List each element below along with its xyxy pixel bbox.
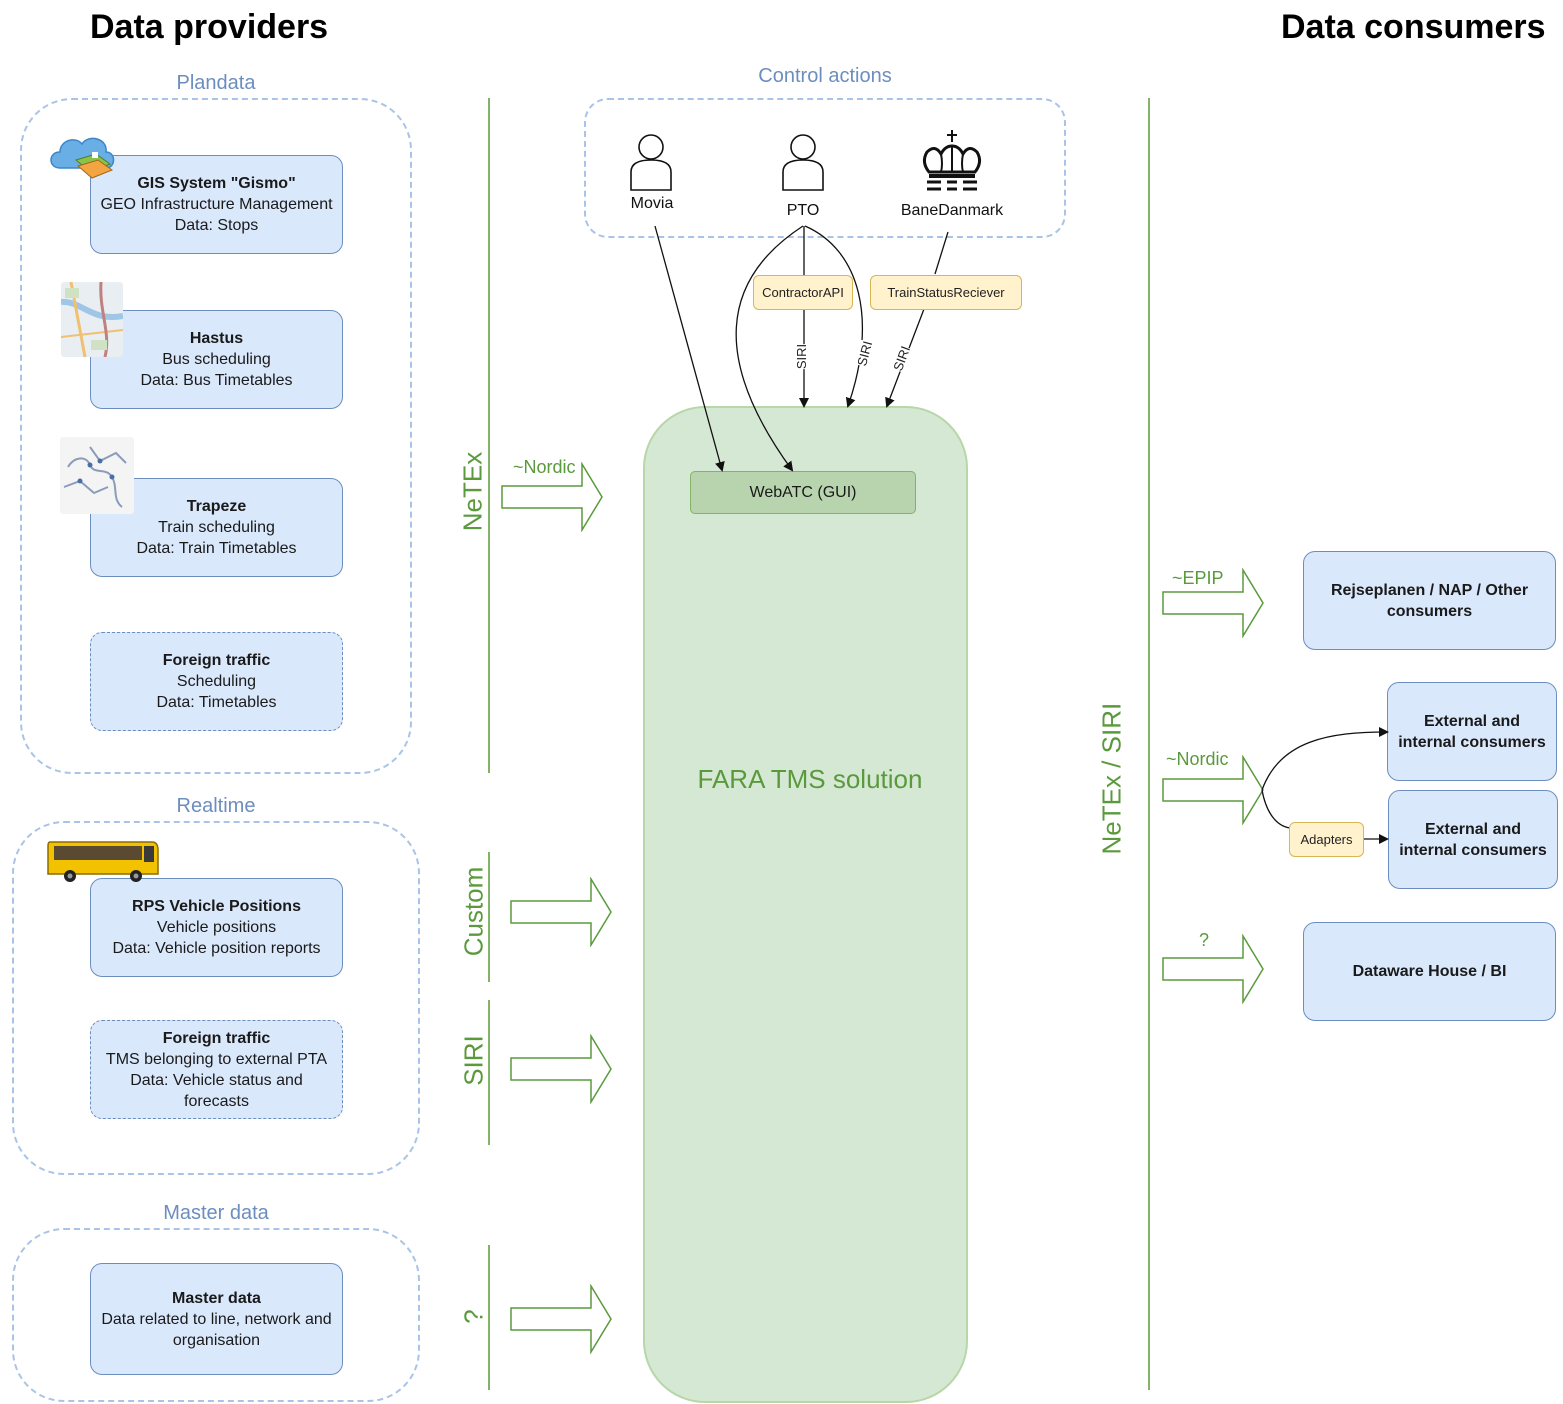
external2-line2: internal consumers [1399, 841, 1547, 859]
data-providers-heading: Data providers [90, 8, 329, 46]
foreign-rt-line2: Data: Vehicle status and [130, 1071, 303, 1089]
external1-line2: internal consumers [1398, 733, 1546, 751]
banedanmark-label: BaneDanmark [900, 202, 1004, 219]
question-out-label: ? [1199, 930, 1210, 950]
dwh-label: Dataware House / BI [1352, 963, 1507, 980]
data-consumers-heading: Data consumers [1281, 8, 1546, 46]
master-data-group [12, 1228, 420, 1402]
netex-divider [488, 98, 490, 773]
netex-siri-divider [1148, 98, 1150, 1390]
hastus-title: Hastus [189, 330, 244, 347]
nordic-out-label: ~Nordic [1166, 749, 1229, 769]
foreign-traffic-realtime-card: Foreign traffic TMS belonging to externa… [90, 1020, 343, 1119]
rejseplanen-card: Rejseplanen / NAP / Other consumers [1303, 551, 1556, 650]
epip-output-arrow [1162, 568, 1264, 638]
rejseplanen-line2: consumers [1386, 602, 1473, 620]
question-divider [488, 1245, 490, 1390]
rail-map-icon [60, 437, 134, 514]
gis-title: GIS System "Gismo" [137, 175, 296, 192]
bus-icon [47, 841, 159, 882]
person-icon [782, 134, 824, 191]
train-status-reciever-box: TrainStatusReciever [870, 275, 1022, 310]
master-data-group-label: Master data [163, 1202, 269, 1224]
nordic-output-arrow [1162, 755, 1264, 825]
webatc-gui-box: WebATC (GUI) [690, 471, 916, 514]
gis-line1: GEO Infrastructure Management [100, 196, 333, 213]
external2-line1: External and [1424, 820, 1522, 838]
netex-input-arrow [501, 462, 603, 532]
master-line1: Data related to line, network and [101, 1310, 332, 1328]
question-output-arrow [1162, 934, 1264, 1004]
realtime-group-label: Realtime [176, 795, 256, 817]
control-actions-group-label: Control actions [758, 65, 892, 87]
hastus-line1: Bus scheduling [162, 351, 271, 368]
hastus-line2: Data: Bus Timetables [140, 372, 293, 389]
master-data-card: Master data Data related to line, networ… [90, 1263, 343, 1375]
rps-line2: Data: Vehicle position reports [112, 940, 321, 957]
cloud-map-icon [50, 137, 115, 179]
foreign-plan-line1: Scheduling [176, 673, 257, 690]
adapters-box: Adapters [1289, 822, 1364, 857]
contractor-api-box: ContractorAPI [753, 275, 853, 310]
rps-title: RPS Vehicle Positions [132, 898, 301, 915]
foreign-traffic-plan-card: Foreign traffic Scheduling Data: Timetab… [90, 632, 343, 731]
gis-system-card: GIS System "Gismo" GEO Infrastructure Ma… [90, 155, 343, 254]
master-title: Master data [172, 1289, 261, 1307]
trapeze-line2: Data: Train Timetables [136, 540, 297, 557]
person-icon [630, 134, 672, 191]
fara-tms-title: FARA TMS solution [697, 764, 923, 794]
external-consumers-card-2: External and internal consumers [1388, 790, 1558, 889]
foreign-plan-title: Foreign traffic [162, 652, 271, 669]
external-consumers-card-1: External and internal consumers [1387, 682, 1557, 781]
plandata-group-label: Plandata [176, 72, 256, 94]
movia-label: Movia [630, 195, 674, 212]
rejseplanen-line1: Rejseplanen / NAP / Other [1330, 581, 1529, 599]
foreign-plan-line2: Data: Timetables [156, 694, 277, 711]
crown-icon [922, 130, 982, 191]
epip-label: ~EPIP [1172, 568, 1224, 588]
master-line2: organisation [172, 1331, 261, 1349]
external1-line1: External and [1423, 712, 1521, 730]
foreign-rt-line1: TMS belonging to external PTA [105, 1050, 328, 1068]
siri-divider [488, 1000, 490, 1145]
foreign-rt-line3: forecasts [184, 1092, 249, 1110]
siri-input-arrow [510, 1034, 612, 1104]
fara-tms-panel [643, 406, 968, 1403]
hastus-card: Hastus Bus scheduling Data: Bus Timetabl… [90, 310, 343, 409]
pto-label: PTO [786, 202, 820, 219]
master-input-arrow [510, 1284, 612, 1354]
map-thumbnail-icon [61, 282, 123, 357]
trapeze-title: Trapeze [186, 498, 247, 515]
gis-line2: Data: Stops [174, 217, 259, 234]
realtime-group [12, 821, 420, 1175]
trapeze-line1: Train scheduling [158, 519, 275, 536]
plandata-group [20, 98, 412, 774]
custom-divider [488, 852, 490, 982]
foreign-rt-title: Foreign traffic [162, 1029, 271, 1047]
rps-vehicle-positions-card: RPS Vehicle Positions Vehicle positions … [90, 878, 343, 977]
rps-line1: Vehicle positions [156, 919, 277, 936]
nordic-in-label: ~Nordic [513, 457, 576, 477]
dataware-house-card: Dataware House / BI [1303, 922, 1556, 1021]
custom-input-arrow [510, 877, 612, 947]
